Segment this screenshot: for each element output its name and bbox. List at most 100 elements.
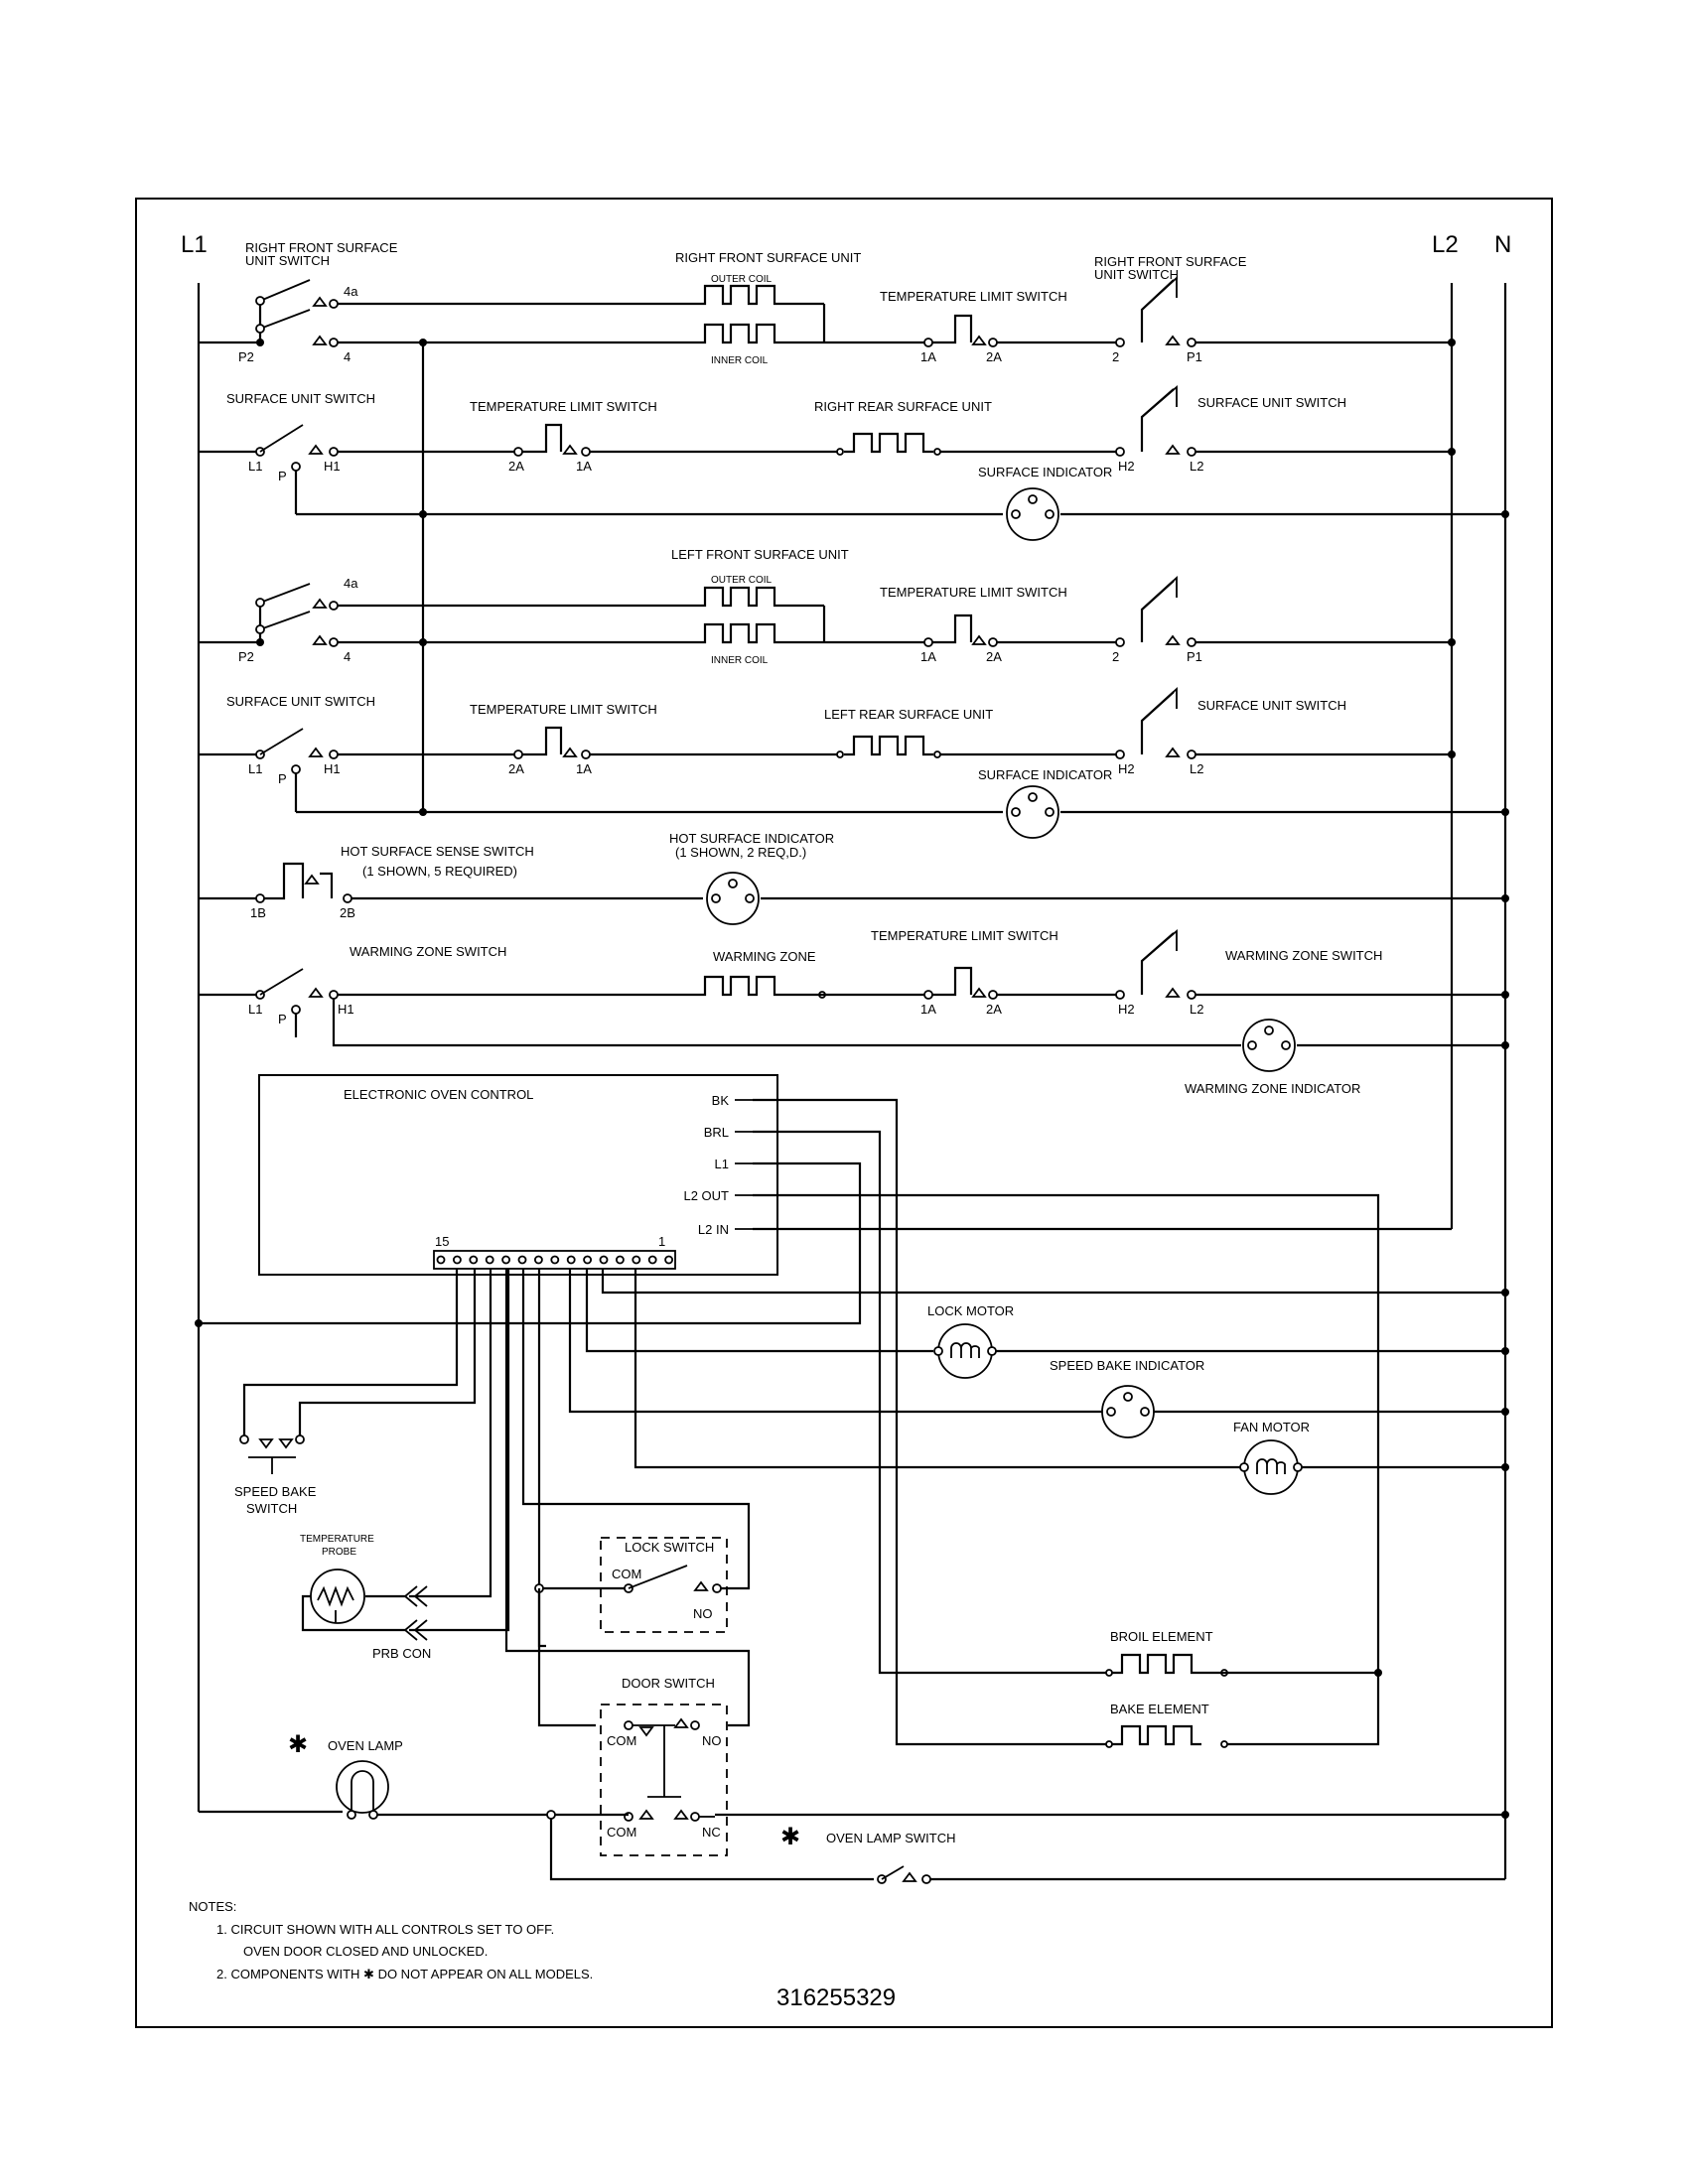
row3-term-p2: P2 [238,649,254,664]
oven-lamp-asterisk: ✱ [288,1731,308,1758]
bake-element-label: BAKE ELEMENT [1110,1702,1209,1716]
row1-switch-label-a: RIGHT FRONT SURFACE [245,240,398,255]
rail-n-label: N [1494,231,1511,258]
eoc-connector-pin [485,1255,494,1265]
eoc-connector-pin [599,1255,609,1265]
row1-sw2-label-a: RIGHT FRONT SURFACE [1094,254,1247,269]
row3-unit-label: LEFT FRONT SURFACE UNIT [671,547,849,562]
notes-heading: NOTES: [189,1899,236,1914]
row2-sw2-label: SURFACE UNIT SWITCH [1197,395,1346,410]
row2-switch-label: SURFACE UNIT SWITCH [226,391,375,406]
oven-elements [1087,1653,1378,1748]
door-no-label: NO [702,1733,722,1748]
temp-probe-label-b: PROBE [322,1547,356,1558]
power-rails [197,283,1507,1879]
lock-no-label: NO [693,1606,713,1621]
eoc-pin-15: 15 [435,1234,449,1249]
labels: RIGHT FRONT SURFACE UNIT SWITCH 4a P2 4 … [189,240,1382,2011]
rail-l1-label: L1 [181,231,208,258]
row5-switch-label-b: (1 SHOWN, 5 REQUIRED) [362,864,517,879]
note-2: 2. COMPONENTS WITH ✱ DO NOT APPEAR ON AL… [216,1967,593,1981]
lock-switch-label: LOCK SWITCH [625,1540,714,1555]
speed-bake-indicator-label: SPEED BAKE INDICATOR [1050,1358,1204,1373]
row3-term-2a: 2A [986,649,1002,664]
row6-term-h1: H1 [338,1002,354,1017]
row1-outer-coil: OUTER COIL [711,274,773,285]
row3-term-4a: 4a [344,576,358,591]
temperature-probe [301,1269,510,1641]
row2-term-l2: L2 [1190,459,1203,474]
row4-term-l2: L2 [1190,761,1203,776]
eoc-connector-pin [501,1255,511,1265]
row2-term-l1: L1 [248,459,262,474]
row2-term-h2: H2 [1118,459,1135,474]
electronic-oven-control [195,1074,1452,1746]
row3-outer-coil: OUTER COIL [711,575,773,586]
door-switch [504,1269,751,1856]
temp-probe-label-a: TEMPERATURE [300,1534,374,1545]
eoc-connector-pin [632,1255,641,1265]
row6-zone-label: WARMING ZONE [713,949,816,964]
speed-bake-switch [239,1269,477,1474]
row2-unit-label: RIGHT REAR SURFACE UNIT [814,399,992,414]
door-switch-label: DOOR SWITCH [622,1676,715,1691]
row4-term-1a: 1A [576,761,592,776]
row-warming-zone [199,929,1509,1072]
row3-term-p1: P1 [1187,649,1202,664]
row2-limit-label: TEMPERATURE LIMIT SWITCH [470,399,657,414]
row4-term-2a: 2A [508,761,524,776]
fan-motor-label: FAN MOTOR [1233,1420,1310,1434]
row6-limit-label: TEMPERATURE LIMIT SWITCH [871,928,1058,943]
row1-term-2: 2 [1112,349,1119,364]
door-com1-label: COM [607,1733,636,1748]
row4-limit-label: TEMPERATURE LIMIT SWITCH [470,702,657,717]
speed-bake-switch-label-a: SPEED BAKE [234,1484,317,1499]
row2-term-1a: 1A [576,459,592,474]
row1-term-2a: 2A [986,349,1002,364]
eoc-pin-1: 1 [658,1234,665,1249]
oven-lamp-switch-label: OVEN LAMP SWITCH [826,1831,956,1845]
oven-lamp-circuit [199,1760,1509,1884]
oven-lamp-label: OVEN LAMP [328,1738,403,1753]
row4-sw2-label: SURFACE UNIT SWITCH [1197,698,1346,713]
row6-term-2a: 2A [986,1002,1002,1017]
eoc-connector-pin [436,1255,446,1265]
eoc-connector-pin [550,1255,560,1265]
row5-term-2b: 2B [340,905,355,920]
row3-inner-coil: INNER COIL [711,655,769,666]
eoc-connector-pin [566,1255,576,1265]
eoc-connector-pin [583,1255,592,1265]
eoc-pin-l2-in: L2 IN [698,1222,729,1237]
eoc-pin-l1: L1 [715,1157,729,1171]
row2-term-p: P [278,469,287,483]
broil-element-label: BROIL ELEMENT [1110,1629,1213,1644]
lock-com-label: COM [612,1567,641,1581]
row1-sw2-label-b: UNIT SWITCH [1094,267,1179,282]
note-1b: OVEN DOOR CLOSED AND UNLOCKED. [243,1944,488,1959]
row2-term-h1: H1 [324,459,341,474]
row3-limit-label: TEMPERATURE LIMIT SWITCH [880,585,1067,600]
row4-switch-label: SURFACE UNIT SWITCH [226,694,375,709]
eoc-pin-brl: BRL [704,1125,729,1140]
row3-term-2: 2 [1112,649,1119,664]
row5-indicator-label-a: HOT SURFACE INDICATOR [669,831,834,846]
row5-indicator-label-b: (1 SHOWN, 2 REQ,D.) [675,845,806,860]
oven-lamp-switch-asterisk: ✱ [780,1824,800,1850]
row4-term-h2: H2 [1118,761,1135,776]
prb-con-label: PRB CON [372,1646,431,1661]
term-4: 4 [344,349,351,364]
row-right-rear-surface [199,385,1509,541]
door-nc-label: NC [702,1825,721,1840]
row1-unit-label: RIGHT FRONT SURFACE UNIT [675,250,861,265]
term-4a: 4a [344,284,358,299]
part-number: 316255329 [776,1984,896,2011]
row6-term-h2: H2 [1118,1002,1135,1017]
row1-limit-label: TEMPERATURE LIMIT SWITCH [880,289,1067,304]
row-left-front-surface [199,575,1456,647]
rail-l2-label: L2 [1432,231,1459,258]
row1-term-1a: 1A [920,349,936,364]
row6-term-l2: L2 [1190,1002,1203,1017]
eoc-connector-pin [452,1255,462,1265]
row5-switch-label-a: HOT SURFACE SENSE SWITCH [341,844,534,859]
row-left-rear-surface [199,686,1509,839]
